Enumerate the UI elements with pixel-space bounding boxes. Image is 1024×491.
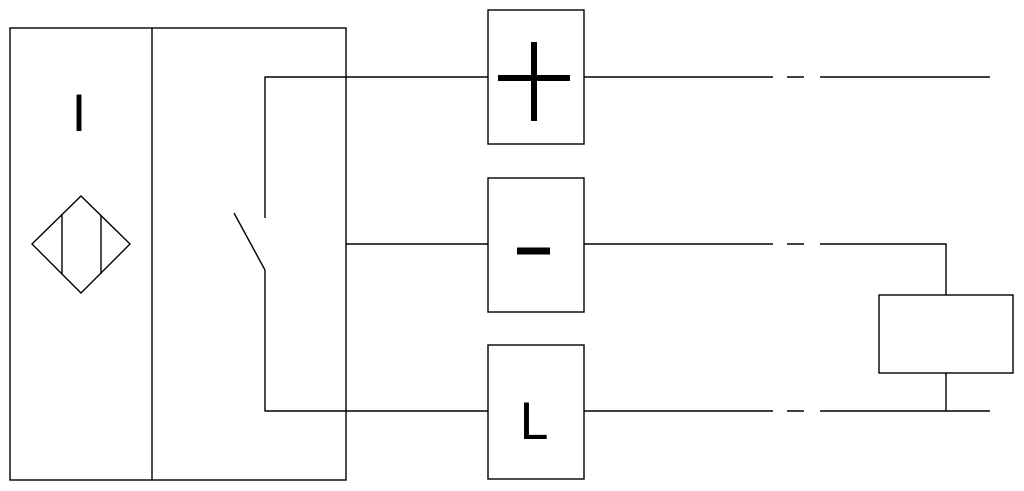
terminal-feed-wires	[346, 76, 488, 412]
plus-icon	[498, 42, 570, 121]
load-output-wire	[584, 373, 990, 412]
sensor-type-label: I	[72, 85, 87, 143]
sensor-outer-frame	[9, 27, 347, 481]
terminal-load: L	[487, 344, 585, 480]
inductive-sensor-icon	[31, 195, 131, 294]
terminal-load-label: L	[519, 393, 547, 451]
terminal-load-box	[487, 344, 585, 480]
normally-open-switch-icon	[233, 76, 346, 412]
terminal-negative-box	[487, 177, 585, 313]
terminal-negative	[487, 177, 585, 313]
sensor-housing: I	[9, 27, 347, 481]
output-wires	[584, 76, 990, 412]
negative-output-wire	[584, 243, 947, 295]
load-resistor-icon	[878, 294, 1014, 374]
terminal-positive	[487, 9, 585, 145]
